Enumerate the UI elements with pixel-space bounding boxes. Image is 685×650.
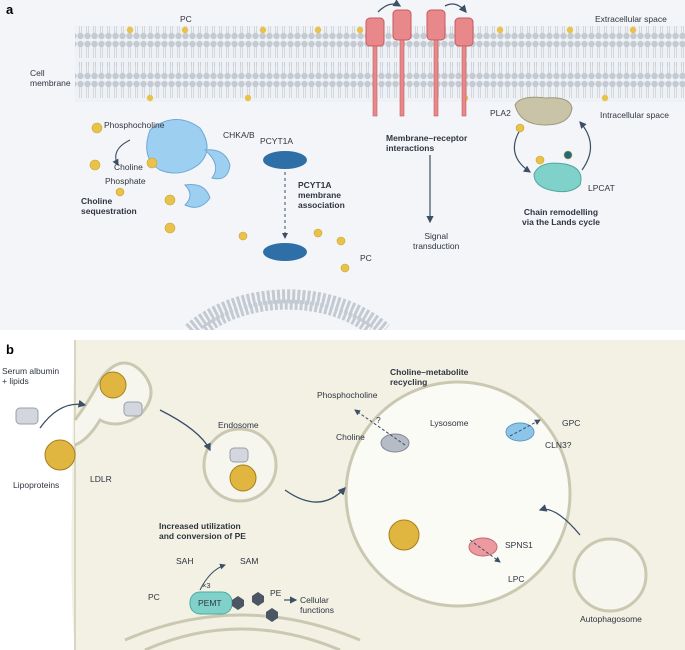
chka-label: CHKA/B [223,130,255,140]
lpc-label: LPC [508,574,525,584]
cell-membrane-label: Cell membrane [30,68,71,88]
cln3-transporter [505,422,535,442]
sam-label: SAM [240,556,259,566]
choline-export-arrow [354,409,406,446]
pe-label: PE [270,588,282,598]
membrane-inner-leaflet [75,62,685,102]
choline-sequestration-label: Choline sequestration [81,196,137,216]
gpc-export-arrow [509,419,541,437]
choline-label-b: Choline [336,432,365,442]
sah-label: SAH [176,556,194,566]
signal-transduction-label: Signal transduction [413,231,460,251]
autophagy-arrow [538,504,581,536]
cln3-label: CLN3? [545,440,572,450]
pc-molecules-vesicle [238,228,350,273]
ldlr-label: LDLR [90,474,112,484]
lpc-export-arrow [469,539,501,563]
phosphate-label: Phosphate [105,176,146,186]
pcyt1a-enzyme [263,151,307,169]
pemt-cycle-arrow [199,563,226,591]
serum-albumin-label: Serum albumin + lipids [2,366,60,386]
panel-a-label: a [6,2,14,17]
pc-label-b: PC [148,592,160,602]
endosome-label: Endosome [218,420,259,430]
pe-molecules [232,592,278,622]
chka-enzyme [146,119,231,208]
intracellular-label: Intracellular space [600,110,669,120]
spns1-label: SPNS1 [505,540,533,550]
panel-b-label: b [6,342,14,357]
extracellular-label: Extracellular space [595,14,667,24]
lysosome-label: Lysosome [430,418,469,428]
autophagosome [572,537,648,613]
membrane-receptor-label: Membrane–receptor interactions [386,133,468,153]
autophagosome-label: Autophagosome [580,614,642,624]
lipoprotein-particles [44,371,420,551]
x3-label: ×3 [202,581,211,590]
pla2-label: PLA2 [490,108,511,118]
endosome-to-lysosome-arrow [284,487,346,503]
choline-molecules [89,122,176,234]
chain-remodelling-label: Chain remodelling via the Lands cycle [522,207,600,227]
phosphocholine-label-b: Phosphocholine [317,390,378,400]
pc-vesicle-label: PC [360,253,372,263]
golgi-membranes [124,613,361,650]
choline-metabolite-recycling-label: Choline–metabolite recycling [390,367,469,387]
endocytosis-arrow [159,409,211,452]
pemt-label: PEMT [198,598,222,608]
pcyt1a-association-label: PCYT1A membrane association [298,180,345,210]
cellular-functions-label: Cellular functions [300,595,335,615]
gpc-label: GPC [562,418,581,428]
uptake-arrow [39,399,87,429]
lyso-pc-molecules [515,123,573,165]
choline-label-a: Choline [114,162,143,172]
pla2-enzyme [514,96,573,126]
lpcat-enzyme [533,162,582,193]
lipoproteins-label: Lipoproteins [13,480,60,490]
increased-utilization-label: Increased utilization and conversion of … [159,521,246,541]
panel-a: a [0,0,685,336]
membrane-receptors [365,0,474,224]
albumin-particles [15,401,249,463]
transporter-choline [380,433,410,453]
lands-cycle-arrow-left [513,129,531,173]
choline-phosphorylation-arrow [112,139,131,166]
spns1-transporter [468,537,498,557]
pc-label-top: PC [180,14,192,24]
phosphocholine-label-a: Phosphocholine [104,120,165,130]
invagination [73,361,153,447]
lpcat-label: LPCAT [588,183,615,193]
membrane-vesicle [185,243,390,336]
pc-heads-membrane [126,26,637,102]
panel-b: b [0,330,685,650]
question-mark-label: ? [376,415,381,425]
lands-cycle-arrow-right [579,121,592,171]
pcyt1a-label: PCYT1A [260,136,294,146]
